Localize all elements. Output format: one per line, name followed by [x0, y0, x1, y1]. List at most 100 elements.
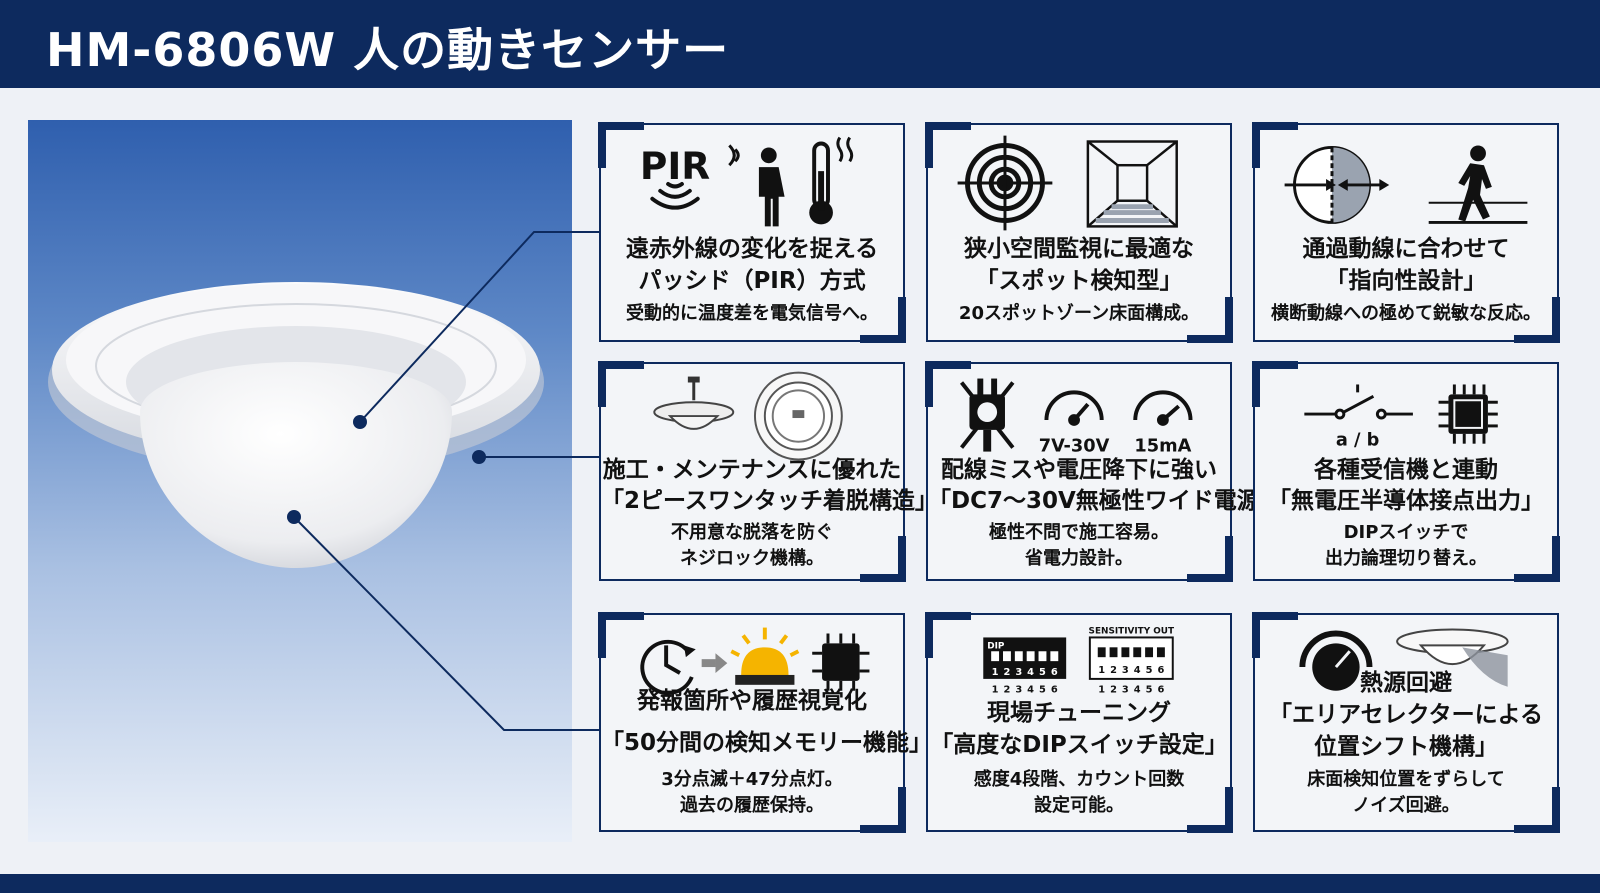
sensor-shift-icon	[1396, 628, 1509, 687]
thermometer-icon	[809, 136, 854, 225]
directional-icons	[1284, 145, 1528, 224]
feature-card-memory: 発報箇所や履歴視覚化 「50分間の検知メモリー機能」 3分点滅＋47分点灯。 過…	[598, 612, 933, 833]
card-desc-line: 横断動線への極めて鋭敏な反応。	[1271, 303, 1541, 324]
person-icon	[728, 144, 785, 227]
card-title-line: 「高度なDIPスイッチ設定」	[930, 732, 1228, 758]
card-title-line: 「2ピースワンタッチ着脱構造」	[601, 488, 938, 514]
card-desc-line: 設定可能。	[1034, 795, 1124, 816]
card-desc-line: ネジロック機構。	[680, 548, 824, 569]
feature-card-pir: PIR 遠赤外線の変化を捉える パッシド（PIR）方式 受動的に温度差を電気信号…	[598, 122, 906, 343]
dip-num: 5	[1039, 685, 1046, 696]
feature-card-spot: 狭小空間監視に最適な 「スポット検知型」 20スポットゾーン床面構成。	[925, 122, 1233, 343]
dip-switch-white-icon	[1088, 636, 1174, 680]
pir-icon: PIR	[640, 144, 710, 188]
screw-dome-icon	[653, 376, 735, 430]
pir-icons: PIR	[640, 136, 854, 227]
feature-card-directional: 通過動線に合わせて 「指向性設計」 横断動線への極めて鋭敏な反応。	[1252, 122, 1560, 343]
dip-num: 2	[1110, 665, 1117, 676]
card-title-line: 各種受信機と連動	[1314, 457, 1498, 483]
spot-icons	[957, 135, 1178, 231]
dip-num: 4	[1027, 685, 1034, 696]
area-selector-icons	[1299, 628, 1509, 691]
power-icons: 7V-30V 15mA	[960, 378, 1193, 457]
dip-num: 1	[1098, 665, 1105, 676]
dip-num: 6	[1157, 665, 1164, 676]
dip-icons: DIP 1 2 3 4 5 6 1 2 3 4 5 6 SENSITIVITY …	[983, 626, 1174, 696]
card-desc-line: 感度4段階、カウント回数	[973, 769, 1185, 790]
dip-num: 5	[1146, 685, 1153, 696]
feature-card-output: a / b 各種受信機と連動 「無電圧半導体接点出力」 DIPスイッチで 出力論…	[1252, 361, 1560, 582]
memory-icons	[640, 627, 870, 696]
card-title-line: 熱源回避	[1360, 670, 1452, 696]
card-title-line: パッシド（PIR）方式	[638, 268, 866, 294]
card-title-line: 施工・メンテナンスに優れた	[602, 457, 902, 483]
card-title-line: 「DC7〜30V無極性ワイド電源」	[928, 488, 1283, 514]
voltage-label: 7V-30V	[1039, 437, 1110, 457]
feature-card-two-piece: 施工・メンテナンスに優れた 「2ピースワンタッチ着脱構造」 不用意な脱落を防ぐ …	[598, 361, 938, 582]
header-bar: HM-6806W 人の動きセンサー	[0, 0, 1600, 88]
dip-num: 3	[1122, 665, 1129, 676]
card-title-line: 発報箇所や履歴視覚化	[637, 688, 867, 714]
dip-num: 3	[1015, 667, 1022, 678]
current-label: 15mA	[1134, 437, 1191, 457]
dip-num: 1	[992, 685, 999, 696]
dip-num: 2	[1004, 685, 1011, 696]
page-title: HM-6806W 人の動きセンサー	[46, 23, 730, 77]
card-title-line: 「指向性設計」	[1325, 268, 1487, 294]
card-title-line: 「エリアセレクターによる	[1269, 702, 1543, 728]
switch-label: a / b	[1336, 431, 1380, 451]
card-title-line: 「無電圧半導体接点出力」	[1268, 488, 1544, 514]
dip-num: 6	[1051, 667, 1058, 678]
dip-num: 3	[1122, 685, 1129, 696]
selector-knob-icon	[1299, 630, 1373, 691]
dip-num: 2	[1110, 685, 1117, 696]
voltage-gauge-icon	[1044, 390, 1104, 426]
card-desc-line: 極性不問で施工容易。	[989, 522, 1169, 543]
directional-lens-icon	[1284, 145, 1390, 224]
dip-num: 5	[1039, 667, 1046, 678]
dip-num: 5	[1146, 665, 1153, 676]
footer-bar	[0, 874, 1600, 893]
card-desc-line: 20スポットゾーン床面構成。	[958, 303, 1200, 324]
card-desc-line: 省電力設計。	[1025, 548, 1133, 569]
card-title-line: 現場チューニング	[987, 700, 1171, 726]
card-title-line: 位置シフト機構」	[1314, 734, 1498, 760]
dip-num: 4	[1134, 665, 1141, 676]
card-desc-line: 不用意な脱落を防ぐ	[671, 522, 833, 543]
dip-num: 1	[1098, 685, 1105, 696]
dip-num: 6	[1157, 685, 1164, 696]
chip-icon	[1438, 384, 1498, 444]
feature-card-power: 7V-30V 15mA 配線ミスや電圧降下に強い 「DC7〜30V無極性ワイド電…	[925, 361, 1283, 582]
switch-contact-icon	[1304, 384, 1413, 420]
card-desc-line: 出力論理切り替え。	[1325, 548, 1487, 569]
dip-label: DIP	[987, 641, 1005, 651]
card-title-line: 通過動線に合わせて	[1302, 236, 1510, 262]
room-zone-icon	[1086, 140, 1178, 228]
card-title-line: 「50分間の検知メモリー機能」	[601, 730, 933, 756]
card-desc-line: 過去の履歴保持。	[680, 795, 824, 816]
sensor-illustration	[48, 282, 544, 568]
feature-card-dip: DIP 1 2 3 4 5 6 1 2 3 4 5 6 SENSITIVITY …	[925, 612, 1233, 833]
current-gauge-icon	[1133, 390, 1193, 426]
output-icons: a / b	[1304, 384, 1498, 451]
dip-num: 4	[1134, 685, 1141, 696]
memory-chip-icon	[812, 633, 870, 691]
dip-num: 3	[1015, 685, 1022, 696]
dip-num: 6	[1051, 685, 1058, 696]
arrow-right-icon	[701, 653, 728, 673]
feature-card-area-selector: 熱源回避 「エリアセレクターによる 位置シフト機構」 床面検知位置をずらして ノ…	[1252, 612, 1560, 833]
card-title-line: 「スポット検知型」	[975, 268, 1183, 294]
card-desc-line: 床面検知位置をずらして	[1307, 769, 1505, 790]
signal-waves-icon	[650, 181, 700, 210]
card-desc-line: 3分点滅＋47分点灯。	[661, 769, 843, 790]
alarm-lamp-icon	[730, 627, 800, 685]
target-icon	[957, 135, 1053, 231]
sensitivity-label: SENSITIVITY OUT	[1089, 626, 1174, 636]
mounting-ring-icon	[753, 371, 843, 461]
card-title-line: 狭小空間監視に最適な	[964, 236, 1194, 262]
walking-person-icon	[1428, 145, 1528, 224]
no-polarity-plug-icon	[960, 378, 1015, 452]
card-title-line: 遠赤外線の変化を捉える	[625, 236, 879, 262]
card-desc-line: 受動的に温度差を電気信号へ。	[626, 303, 878, 324]
